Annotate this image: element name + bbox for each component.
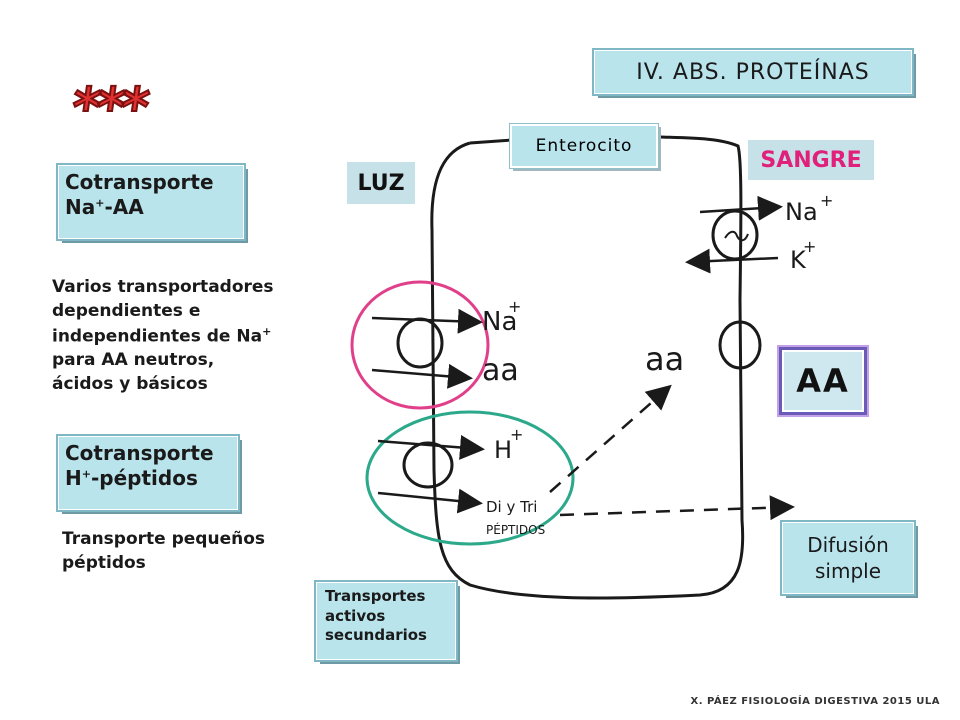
na-basal-label: Na xyxy=(785,198,818,226)
svg-text:+: + xyxy=(803,237,816,256)
pink-highlight-circle xyxy=(350,280,490,410)
cell-membrane-outline xyxy=(430,135,745,600)
na-transport-description: Varios transportadores dependientes e in… xyxy=(52,277,274,394)
svg-text:+: + xyxy=(510,425,523,444)
na-aa-transporter xyxy=(396,317,444,369)
slide-title: IV. ABS. PROTEÍNAS xyxy=(594,50,912,94)
green-highlight-circle xyxy=(365,410,575,546)
h-peptide-transporter xyxy=(402,441,454,489)
k-basal-label: K xyxy=(790,246,807,274)
cotransport-h-title: Cotransporte xyxy=(65,441,214,465)
cotransport-na-aa-box: Cotransporte Na+-AA xyxy=(58,165,244,239)
cotransport-na-title: Cotransporte xyxy=(65,170,214,194)
peptides-label-line2: PÉPTIDOS xyxy=(486,522,545,537)
footer-credit: X. PÁEZ FISIOLOGÍA DIGESTIVA 2015 ULA xyxy=(690,696,940,707)
enterocyte-label: Enterocito xyxy=(510,124,658,168)
peptides-label-line1: Di y Tri xyxy=(486,498,537,516)
svg-text:+: + xyxy=(508,297,521,316)
cotransport-h-peptides-box: Cotransporte H+-péptidos xyxy=(58,436,238,510)
cotransport-na-subtitle: Na+-AA xyxy=(65,195,144,219)
secondary-active-transport-box: Transportes activos secundarios xyxy=(316,582,456,660)
svg-text:+: + xyxy=(820,191,833,210)
h-apical-label: H xyxy=(494,436,512,464)
aa-apical-label: aa xyxy=(482,353,519,388)
na-apical-label: Na xyxy=(482,307,517,337)
aa-blood-box: AA xyxy=(782,350,864,412)
aa-basolateral-transporter xyxy=(718,320,762,370)
blood-side-label: SANGRE xyxy=(748,140,874,180)
peptide-transport-description: Transporte pequeños péptidos xyxy=(62,529,266,573)
cotransport-h-subtitle: H+-péptidos xyxy=(65,466,198,490)
aa-cytosol-label: aa xyxy=(645,340,684,378)
lumen-side-label: LUZ xyxy=(347,162,415,204)
na-k-pump xyxy=(711,209,759,261)
